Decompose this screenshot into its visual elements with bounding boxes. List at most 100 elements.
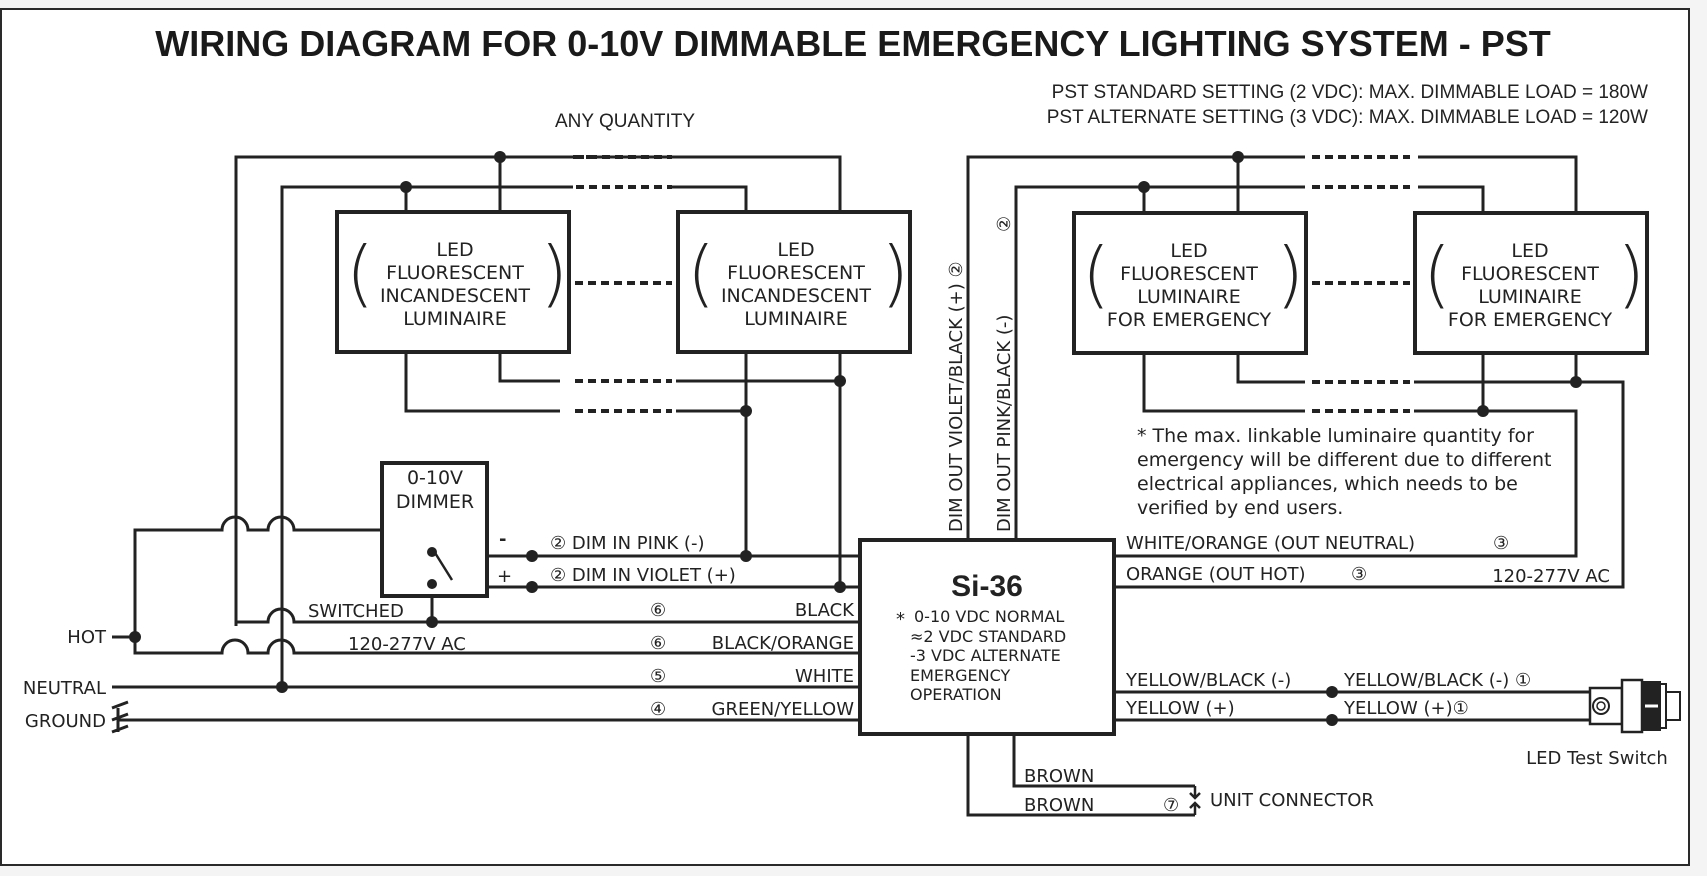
wire-segment <box>1418 155 1578 213</box>
ground-label: GROUND <box>25 711 106 732</box>
wire-segment <box>1236 352 1305 384</box>
wire-segment <box>1114 380 1625 589</box>
unit-note-line: ≈2 VDC STANDARD <box>910 627 1066 646</box>
luminaire-label-line: LED <box>436 239 473 261</box>
luminaire-label-line: LUMINAIRE <box>1137 286 1241 308</box>
junction-dot <box>1326 714 1338 726</box>
input-wire-number: ⑤ <box>650 666 666 687</box>
unit-name: Si-36 <box>951 570 1023 603</box>
alternate-setting-text: PST ALTERNATE SETTING (3 VDC): MAX. DIMM… <box>1047 107 1648 128</box>
wire-segment <box>1142 352 1305 413</box>
input-wire-number: ⑥ <box>650 633 666 654</box>
si36-unit: Si-36 * 0-10 VDC NORMAL ≈2 VDC STANDARD … <box>858 538 1116 736</box>
wire-segment <box>1072 211 1308 355</box>
wire-segment <box>280 185 573 626</box>
dimmer-label: 0-10V <box>407 467 463 489</box>
luminaire-label-line: FLUORESCENT <box>386 262 524 284</box>
test-switch-wiring <box>1114 686 1590 726</box>
supply-voltage-label: 120-277V AC <box>348 634 466 655</box>
junction-dot <box>400 181 412 193</box>
unit-note-line: OPERATION <box>910 685 1002 704</box>
junction-dot <box>526 581 538 593</box>
input-wire-number: ⑥ <box>650 600 666 621</box>
emergency-luminaire-box: ( ) LED FLUORESCENT LUMINAIRE FOR EMERGE… <box>1072 211 1308 355</box>
supply-wiring <box>111 515 860 734</box>
footnote-line: verified by end users. <box>1137 497 1343 519</box>
left-luminaire-wiring <box>234 151 846 626</box>
wire-segment <box>427 579 437 589</box>
brown-wire-label: BROWN <box>1024 795 1094 816</box>
wire-segment: ) <box>881 231 909 315</box>
junction-dot <box>1232 151 1244 163</box>
input-wire-label: BLACK <box>795 600 855 621</box>
brown-wire-label: BROWN <box>1024 766 1094 787</box>
dim-out-violet-label: DIM OUT VIOLET/BLACK (+) ② <box>946 261 967 532</box>
wire-segment <box>1114 409 1578 558</box>
input-wire-number: ④ <box>650 699 666 720</box>
wire-segment: ( <box>346 231 374 315</box>
footnote-line: emergency will be different due to diffe… <box>1137 449 1551 471</box>
junction-dot <box>426 616 438 628</box>
luminaire-label-line: LUMINAIRE <box>1478 286 1582 308</box>
wire-segment <box>1596 701 1606 711</box>
wire-segment <box>335 210 571 354</box>
wire-segment <box>1012 734 1195 788</box>
footnote-line: * The max. linkable luminaire quantity f… <box>1137 425 1534 447</box>
wire-segment <box>1413 211 1649 355</box>
wire-segment <box>672 185 748 212</box>
wire-segment: ( <box>687 231 715 315</box>
yellow-label: YELLOW (+) <box>1125 698 1235 719</box>
wire-segment <box>591 155 842 212</box>
wire-segment <box>111 700 129 734</box>
input-wire-label: GREEN/YELLOW <box>712 699 855 720</box>
any-quantity-label: ANY QUANTITY <box>555 111 695 132</box>
luminaire-label-line: FLUORESCENT <box>727 262 865 284</box>
footnote-line: electrical appliances, which needs to be <box>1137 473 1518 495</box>
luminaire-label-line: FOR EMERGENCY <box>1107 309 1272 331</box>
wire-segment <box>966 734 1195 817</box>
unit-note-line: -3 VDC ALTERNATE <box>910 646 1061 665</box>
unit-note-line: 0-10 VDC NORMAL <box>914 607 1064 626</box>
wire-segment <box>1620 678 1644 734</box>
junction-dot <box>129 631 141 643</box>
luminaire-label-line: INCANDESCENT <box>721 285 871 307</box>
yellow-label: YELLOW (+)① <box>1343 698 1469 719</box>
luminaire-label-line: FLUORESCENT <box>1120 263 1258 285</box>
footnote: * The max. linkable luminaire quantity f… <box>1137 425 1551 519</box>
unit-note-line: EMERGENCY <box>910 666 1011 685</box>
yellow-black-label: YELLOW/BLACK (-) ① <box>1343 670 1531 691</box>
junction-dot <box>276 681 288 693</box>
wire-segment <box>427 547 437 557</box>
luminaire-label-line: LUMINAIRE <box>403 308 507 330</box>
junction-dot <box>494 151 506 163</box>
wire-segment <box>966 155 1305 540</box>
dimmer-minus: - <box>499 529 506 550</box>
junction-dot <box>834 375 846 387</box>
diagram-title: WIRING DIAGRAM FOR 0-10V DIMMABLE EMERGE… <box>155 23 1550 64</box>
dim-in-violet-label: ② DIM IN VIOLET (+) <box>550 565 736 586</box>
wire-segment <box>133 515 434 587</box>
led-test-switch-icon <box>1588 678 1681 734</box>
luminaire-label-line: FOR EMERGENCY <box>1448 309 1613 331</box>
wire-segment <box>498 352 560 383</box>
wire-segment <box>1014 185 1305 540</box>
wire-segment <box>236 607 860 624</box>
wire-segment <box>1588 686 1624 726</box>
luminaire-box: ( ) LED FLUORESCENT INCANDESCENT LUMINAI… <box>335 210 571 354</box>
input-wire-label: BLACK/ORANGE <box>712 633 854 654</box>
out-voltage-label: 120-277V AC <box>1492 566 1610 587</box>
unit-connector-label: UNIT CONNECTOR <box>1210 790 1374 811</box>
wire-segment: ( <box>1423 232 1451 316</box>
junction-dot <box>740 405 752 417</box>
dim-out-pink-label: DIM OUT PINK/BLACK (-) <box>994 315 1015 532</box>
standard-setting-text: PST STANDARD SETTING (2 VDC): MAX. DIMMA… <box>1052 82 1648 103</box>
wire-segment <box>380 461 489 598</box>
out-hot-label: ORANGE (OUT HOT) <box>1126 564 1306 585</box>
yellow-black-label: YELLOW/BLACK (-) <box>1125 670 1291 691</box>
unit-star: * <box>896 609 905 630</box>
dim-out-pink-number: ② <box>994 216 1015 232</box>
out-neutral-number: ③ <box>1493 533 1509 554</box>
wire-segment: ) <box>1617 232 1645 316</box>
emergency-luminaire-box: ( ) LED FLUORESCENT LUMINAIRE FOR EMERGE… <box>1413 211 1649 355</box>
wire-segment <box>1189 786 1201 815</box>
